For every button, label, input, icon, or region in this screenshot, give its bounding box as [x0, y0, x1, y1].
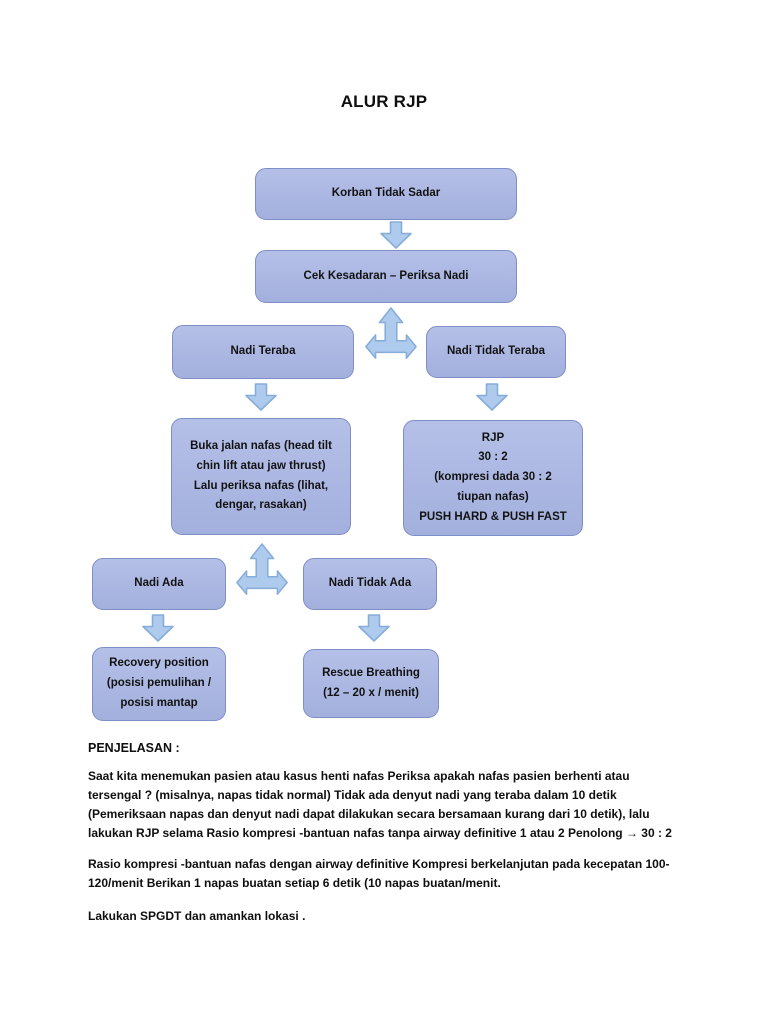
branch-arrow-icon [365, 307, 417, 359]
flowchart-box-buka-jalan-nafas: Buka jalan nafas (head tilt chin lift at… [171, 418, 351, 535]
explanation-paragraph: Saat kita menemukan pasien atau kasus he… [88, 769, 672, 840]
flowchart-box-nadi-tidak-teraba: Nadi Tidak Teraba [426, 326, 566, 378]
explanation-heading: PENJELASAN : [88, 741, 180, 755]
flowchart-box-recovery-position: Recovery position (posisi pemulihan / po… [92, 647, 226, 721]
flowchart-box-rjp: RJP 30 : 2 (kompresi dada 30 : 2 tiupan … [403, 420, 583, 536]
flowchart-box-rescue-breathing: Rescue Breathing (12 – 20 x / menit) [303, 649, 439, 718]
flowchart-box-korban-tidak-sadar: Korban Tidak Sadar [255, 168, 517, 220]
explanation-paragraph: Lakukan SPGDT dan amankan lokasi . [88, 909, 306, 923]
page-title: ALUR RJP [340, 92, 428, 111]
explanation-paragraph: Rasio kompresi -bantuan nafas dengan air… [88, 857, 670, 890]
down-arrow-icon [476, 383, 508, 411]
flowchart-box-cek-kesadaran: Cek Kesadaran – Periksa Nadi [255, 250, 517, 303]
down-arrow-icon [245, 383, 277, 411]
down-arrow-icon [380, 221, 412, 249]
down-arrow-icon [358, 614, 390, 642]
branch-arrow-icon [236, 543, 288, 595]
down-arrow-icon [142, 614, 174, 642]
flowchart-box-nadi-ada: Nadi Ada [92, 558, 226, 610]
flowchart-box-nadi-teraba: Nadi Teraba [172, 325, 354, 379]
flowchart-box-nadi-tidak-ada: Nadi Tidak Ada [303, 558, 437, 610]
